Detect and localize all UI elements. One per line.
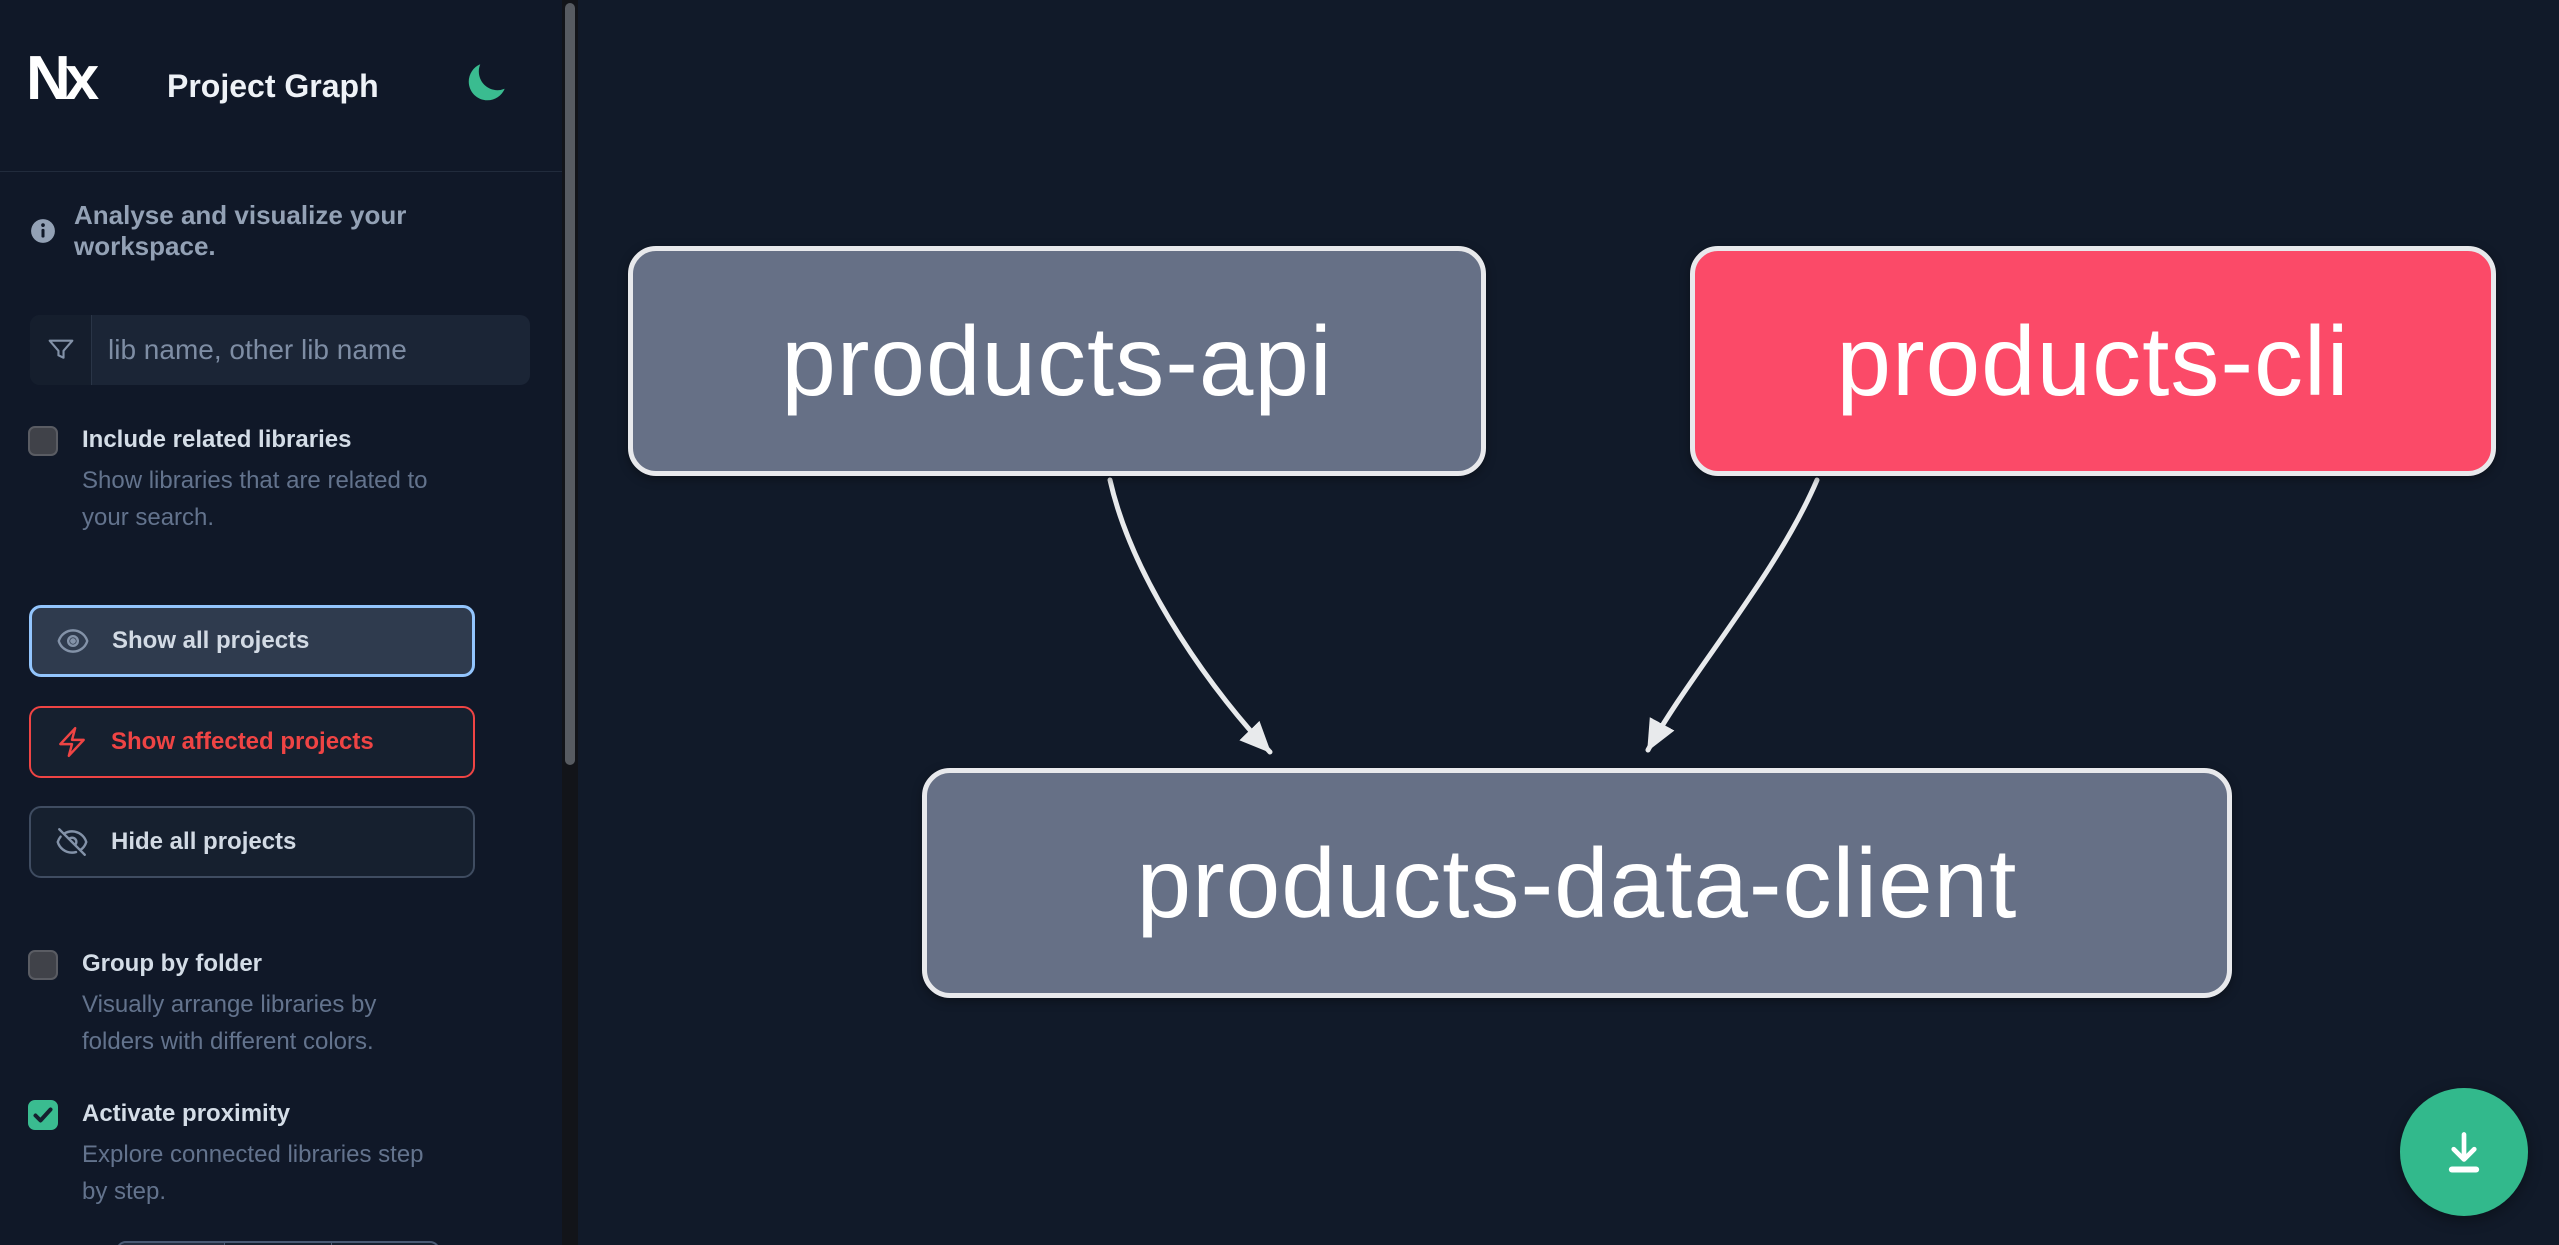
show-affected-projects-button[interactable]: Show affected projects	[29, 706, 475, 778]
workspace-info-text: Analyse and visualize your workspace.	[74, 200, 407, 261]
graph-canvas[interactable]: products-api products-cli products-data-…	[578, 0, 2559, 1245]
toggle-description: Show libraries that are related to your …	[82, 467, 428, 531]
info-icon	[31, 219, 55, 243]
edge-products-cli-to-products-data-client[interactable]	[1645, 477, 1820, 753]
node-label: products-api	[781, 305, 1333, 416]
workspace-info: Analyse and visualize your workspace.	[30, 200, 540, 262]
toggle-text: Activate proximity Explore connected lib…	[82, 1098, 522, 1210]
hide-all-projects-button[interactable]: Hide all projects	[29, 806, 475, 878]
toggle-text: Include related libraries Show libraries…	[82, 424, 522, 536]
node-products-api[interactable]: products-api	[628, 246, 1486, 476]
toggle-include-related-libraries: Include related libraries Show libraries…	[28, 424, 533, 536]
proximity-stepper	[116, 1241, 440, 1245]
proximity-depth-value	[225, 1243, 332, 1245]
group-by-folder-checkbox[interactable]	[28, 950, 58, 980]
node-products-cli[interactable]: products-cli	[1690, 246, 2496, 476]
toggle-description: Visually arrange libraries by folders wi…	[82, 991, 377, 1055]
eye-slash-icon	[56, 828, 88, 856]
nx-logo: Nx	[26, 44, 99, 113]
show-all-projects-button[interactable]: Show all projects	[29, 605, 475, 677]
node-label: products-data-client	[1136, 827, 2018, 938]
download-icon	[2448, 1132, 2480, 1173]
toggle-text: Group by folder Visually arrange librari…	[82, 948, 522, 1060]
toggle-label: Include related libraries	[82, 426, 352, 453]
download-graph-button[interactable]	[2400, 1088, 2528, 1216]
sidebar: Nx Project Graph Analyse and visualize y…	[0, 0, 562, 1245]
bolt-icon	[59, 726, 85, 758]
scrollbar-thumb[interactable]	[565, 3, 575, 765]
toggle-activate-proximity: Activate proximity Explore connected lib…	[28, 1098, 533, 1210]
toggle-label: Activate proximity	[82, 1100, 291, 1127]
edge-products-api-to-products-data-client[interactable]	[1107, 477, 1273, 755]
graph-edges	[1107, 477, 1820, 755]
node-label: products-cli	[1836, 305, 2350, 416]
theme-toggle-button[interactable]	[460, 58, 512, 110]
show-affected-projects-label: Show affected projects	[111, 728, 374, 755]
include-related-checkbox[interactable]	[28, 426, 58, 456]
proximity-decrement-button[interactable]	[118, 1243, 225, 1245]
toggle-label: Group by folder	[82, 950, 262, 977]
show-all-projects-label: Show all projects	[112, 627, 310, 654]
page-title: Project Graph	[167, 68, 379, 104]
hide-all-projects-label: Hide all projects	[111, 828, 297, 855]
search-box	[30, 315, 530, 385]
filter-icon	[30, 315, 92, 385]
sidebar-header: Nx Project Graph	[0, 0, 562, 172]
toggle-group-by-folder: Group by folder Visually arrange librari…	[28, 948, 533, 1060]
node-products-data-client[interactable]: products-data-client	[922, 768, 2232, 998]
activate-proximity-checkbox[interactable]	[28, 1100, 58, 1130]
moon-icon	[468, 63, 505, 100]
eye-icon	[57, 629, 89, 653]
toggle-description: Explore connected libraries step by step…	[82, 1141, 424, 1205]
search-input[interactable]	[92, 315, 530, 385]
sidebar-scrollbar[interactable]	[562, 0, 578, 1245]
